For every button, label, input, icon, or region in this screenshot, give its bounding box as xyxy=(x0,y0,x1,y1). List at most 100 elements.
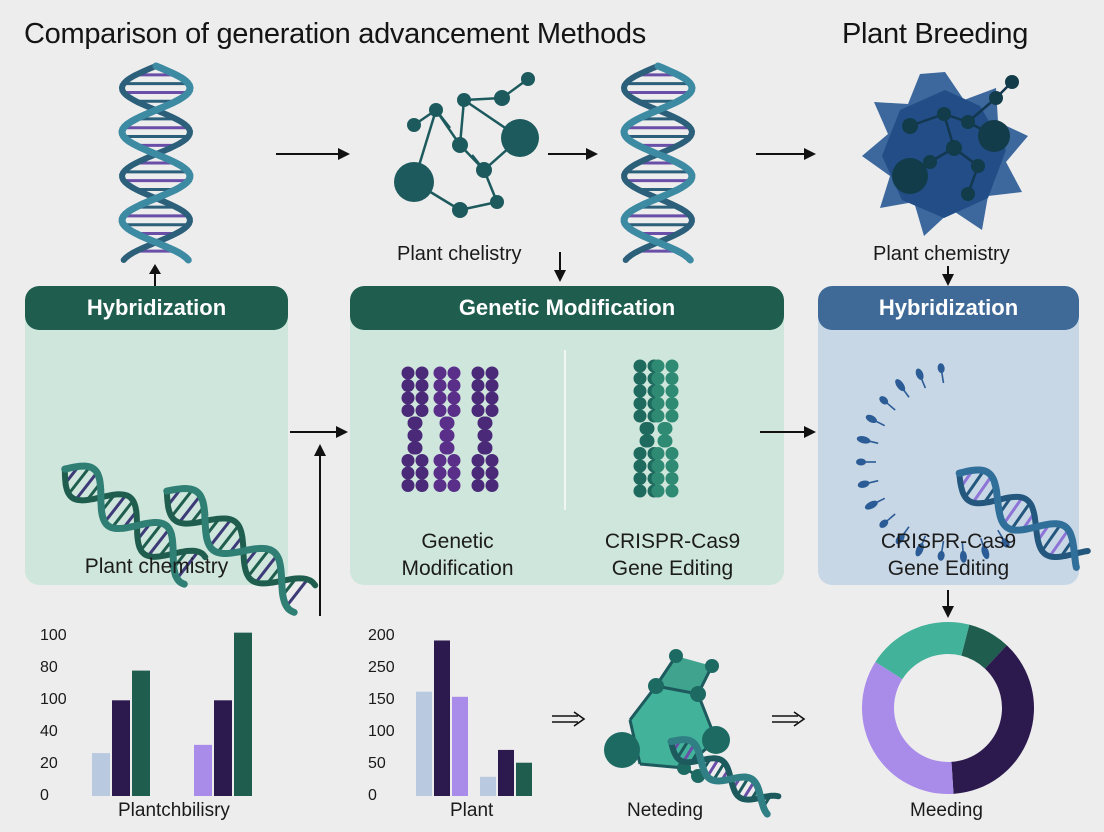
caption-line: CRISPR-Cas9 xyxy=(604,530,741,553)
chromosome-bead xyxy=(433,454,447,467)
fan-dot xyxy=(1001,538,1010,548)
chromosome-bead xyxy=(401,379,415,392)
bar-chart-mid xyxy=(416,640,532,796)
chromosome-bead xyxy=(485,479,499,492)
dna-rung xyxy=(1010,502,1032,531)
chromosome-bead xyxy=(665,459,679,473)
y-tick-label: 100 xyxy=(40,627,67,644)
chromosome-bead xyxy=(415,479,429,492)
chromosome-bead xyxy=(633,409,647,423)
panel-caption: Plant chemistry xyxy=(84,555,229,578)
chromosome-bead xyxy=(633,359,647,373)
bar xyxy=(452,696,468,796)
bar xyxy=(92,753,110,796)
chromosome-bead xyxy=(409,441,423,455)
network-dna-icon xyxy=(604,649,782,818)
panel-header: Hybridization xyxy=(25,286,288,330)
dna-rung xyxy=(103,494,128,524)
arrow-down-icon xyxy=(554,252,566,282)
chromosome-bead xyxy=(409,416,423,430)
caption-line: Gene Editing xyxy=(887,557,1010,580)
chromosome-icon xyxy=(633,359,679,498)
donut-segment xyxy=(875,622,970,680)
bar xyxy=(214,700,232,796)
dna-strand xyxy=(118,62,194,264)
dna-strand xyxy=(163,485,298,616)
dna-rung xyxy=(246,548,271,578)
chromosome-bead xyxy=(485,366,499,380)
dna-rung xyxy=(285,578,309,608)
chromosome-bead xyxy=(485,391,499,405)
chromosome-bead xyxy=(665,372,679,385)
genetic-modification-caption: Genetic Modification xyxy=(360,528,555,582)
dna-strand xyxy=(118,63,194,263)
dna-rung xyxy=(1002,496,1024,525)
chromosome-bead xyxy=(633,459,647,473)
chromosome-bead xyxy=(665,484,679,498)
chromosome-bead xyxy=(485,466,499,480)
chromosome-bead xyxy=(441,416,455,430)
fan-dot xyxy=(895,379,906,392)
chromosome-bead xyxy=(401,391,415,405)
crispr-scatter-icon xyxy=(856,363,1091,571)
y-tick-label: 40 xyxy=(40,723,58,740)
chromosome-bead xyxy=(651,397,665,410)
chromosome-bead xyxy=(401,466,415,480)
chromosome-bead xyxy=(633,447,647,460)
donut-segment xyxy=(961,624,1007,669)
chromosome-bead xyxy=(471,391,485,405)
fan-dot xyxy=(856,436,871,444)
chromosome-bead xyxy=(651,459,665,473)
dna-rung xyxy=(254,554,279,584)
chromosome-bead xyxy=(471,366,485,380)
panel-divider xyxy=(564,350,566,510)
arrow-down-icon xyxy=(942,266,954,286)
chromosome-bead xyxy=(401,479,415,492)
y-tick-label: 20 xyxy=(40,755,58,772)
dna-rung xyxy=(1040,523,1062,552)
chromosome-bead xyxy=(665,409,679,423)
chromosome-bead xyxy=(665,359,679,373)
dna-strand xyxy=(667,736,771,818)
fan-dot xyxy=(864,500,878,510)
bar xyxy=(480,776,496,796)
caption-line: Genetic xyxy=(421,530,494,553)
chromosome-bead xyxy=(447,454,461,467)
chromosome-bead xyxy=(415,404,429,417)
caption-line: Modification xyxy=(401,557,514,580)
panel-header: Genetic Modification xyxy=(350,286,784,330)
chromosome-bead xyxy=(433,379,447,392)
bar-chart-left xyxy=(92,632,252,796)
molecule-network-icon xyxy=(394,72,539,218)
arrow-right-icon xyxy=(760,426,816,438)
dna-helix-icon xyxy=(620,62,696,264)
y-tick-label: 50 xyxy=(368,755,386,772)
fan-dot xyxy=(937,363,945,374)
dna-rung xyxy=(67,465,91,495)
y-tick-label: 0 xyxy=(368,787,377,804)
chromosome-bead xyxy=(665,384,679,398)
dna-rung xyxy=(964,469,986,499)
chromosome-bead xyxy=(659,434,673,448)
top-right-label: Plant chemistry xyxy=(873,243,1010,265)
y-tick-label: 100 xyxy=(368,723,395,740)
fan-dot xyxy=(915,543,924,557)
fan-dot xyxy=(865,414,877,424)
fan-dot xyxy=(981,545,990,560)
chromosome-bead xyxy=(433,404,447,417)
fan-dot xyxy=(879,519,889,528)
chromosome-bead xyxy=(433,466,447,480)
double-arrow-icon xyxy=(552,711,586,727)
y-tick-label: 0 xyxy=(40,787,49,804)
dna-strand xyxy=(61,462,188,588)
arrow-right-icon xyxy=(290,426,348,438)
dna-strand xyxy=(956,470,1091,561)
dna-helix-icon xyxy=(118,62,194,264)
chromosome-icon xyxy=(401,366,499,492)
dna-rung xyxy=(178,494,202,524)
y-tick-label: 250 xyxy=(368,659,395,676)
chromosome-bead xyxy=(479,441,493,455)
dna-strand xyxy=(955,466,1080,571)
bar xyxy=(132,670,150,796)
crispr-caption-right: CRISPR-Cas9 Gene Editing xyxy=(818,528,1079,582)
